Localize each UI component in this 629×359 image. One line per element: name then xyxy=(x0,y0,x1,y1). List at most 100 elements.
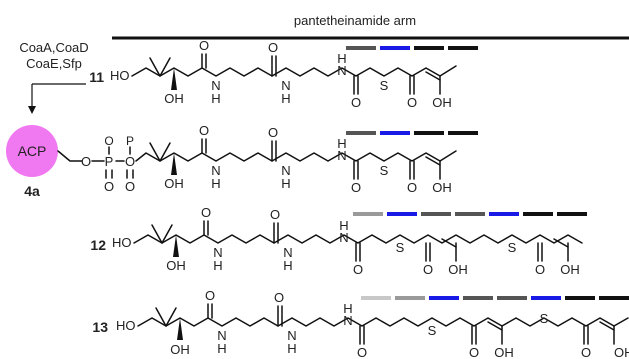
atom-label: O xyxy=(104,179,114,194)
atom-label: HO xyxy=(116,318,136,333)
segment-bar xyxy=(346,46,376,50)
atom-label: OH xyxy=(448,262,468,277)
atom-label: H xyxy=(287,341,296,356)
atom-label: N xyxy=(343,313,352,328)
acp-label: ACP xyxy=(18,143,47,159)
atom-label: O xyxy=(199,38,209,53)
segment-bar xyxy=(414,131,444,135)
atom-label: H xyxy=(343,301,352,316)
segment-bar xyxy=(346,131,376,135)
segment-bar xyxy=(448,131,478,135)
atom-label: N xyxy=(283,245,292,260)
atom-label: OH xyxy=(432,180,452,195)
atom-label: S xyxy=(380,78,389,93)
atom-label: OH xyxy=(614,345,629,359)
atom-label: N xyxy=(337,63,346,78)
atom-label: S xyxy=(508,240,517,255)
atom-label: OH xyxy=(560,262,580,277)
compound-number: 12 xyxy=(90,237,106,253)
atom-label: P xyxy=(126,134,134,148)
atom-label: O xyxy=(469,345,479,359)
atom-label: S xyxy=(396,240,405,255)
atom-label: N xyxy=(339,230,348,245)
segment-bar xyxy=(489,212,519,216)
reaction-arrow xyxy=(28,83,86,114)
atom-label: H xyxy=(217,341,226,356)
atom-label: H xyxy=(283,258,292,273)
atom-label: O xyxy=(81,154,91,169)
atom-label: H xyxy=(337,136,346,151)
acp-circle xyxy=(6,125,58,177)
atom-label: H xyxy=(211,91,220,106)
segment-bar xyxy=(599,296,629,300)
atom-label: OH xyxy=(166,258,186,273)
atom-label: HO xyxy=(110,68,130,83)
compound-11: 11 HO OH O N H O N H H N O S O OH xyxy=(89,38,457,110)
compound-number: 13 xyxy=(92,319,108,335)
atom-label: O xyxy=(407,180,417,195)
atom-label: H xyxy=(213,258,222,273)
segment-bar xyxy=(429,296,459,300)
segment-bar xyxy=(448,46,478,50)
compound-number: 4a xyxy=(24,183,40,199)
atom-label: N xyxy=(217,328,226,343)
segment-bar xyxy=(421,212,451,216)
segment-bar xyxy=(380,46,410,50)
compound-4a: ACP 4a O P O O O P O OH O N H O N H H N … xyxy=(6,123,457,199)
atom-label: O xyxy=(351,95,361,110)
segment-bar xyxy=(497,296,527,300)
atom-label: O xyxy=(407,95,417,110)
atom-label: HO xyxy=(112,235,132,250)
atom-label: O xyxy=(423,262,433,277)
compound-13: 13 HO OH O N H O N H H N O S O OH S O OH xyxy=(92,288,629,359)
atom-label: O xyxy=(274,290,284,305)
segment-bar xyxy=(353,212,383,216)
atom-label: O xyxy=(351,180,361,195)
segment-bar xyxy=(523,212,553,216)
enzymes-line-1: CoaA,CoaD xyxy=(19,40,88,55)
compound-12: 12 HO OH O N H O N H H N O S O OH S O OH xyxy=(90,205,583,277)
atom-label: O xyxy=(357,345,367,359)
atom-label: O xyxy=(201,205,211,220)
atom-label: N xyxy=(281,163,290,178)
atom-label: O xyxy=(268,125,278,140)
atom-label: O xyxy=(353,262,363,277)
atom-label: N xyxy=(211,163,220,178)
atom-label: O xyxy=(205,288,215,303)
atom-label: S xyxy=(380,163,389,178)
segment-bar xyxy=(361,296,391,300)
atom-label: H xyxy=(281,176,290,191)
segment-bar xyxy=(387,212,417,216)
atom-label: S xyxy=(540,311,549,326)
atom-label: O xyxy=(268,40,278,55)
atom-label: N xyxy=(213,245,222,260)
segment-row-3 xyxy=(353,212,587,216)
atom-label: N xyxy=(337,148,346,163)
atom-label: N xyxy=(211,78,220,93)
atom-label: OH xyxy=(494,345,514,359)
atom-label: H xyxy=(337,51,346,66)
atom-label: H xyxy=(281,91,290,106)
atom-label: N xyxy=(281,78,290,93)
enzymes-line-2: CoaE,Sfp xyxy=(26,56,82,71)
atom-label: O xyxy=(104,134,113,148)
segment-bar xyxy=(395,296,425,300)
pantetheinamide-arm-label: pantetheinamide arm xyxy=(294,13,416,28)
atom-label: O xyxy=(199,123,209,138)
atom-label: N xyxy=(287,328,296,343)
atom-label: O xyxy=(125,179,135,194)
atom-label: OH xyxy=(432,95,452,110)
segment-bar xyxy=(455,212,485,216)
segment-bar xyxy=(531,296,561,300)
atom-label: S xyxy=(428,323,437,338)
atom-label: H xyxy=(339,218,348,233)
atom-label: OH xyxy=(164,176,184,191)
segment-row-4 xyxy=(361,296,629,300)
atom-label: H xyxy=(211,176,220,191)
segment-bar xyxy=(380,131,410,135)
segment-bar xyxy=(557,212,587,216)
atom-label: P xyxy=(105,154,114,169)
segment-row-2 xyxy=(346,131,478,135)
segment-bar xyxy=(463,296,493,300)
